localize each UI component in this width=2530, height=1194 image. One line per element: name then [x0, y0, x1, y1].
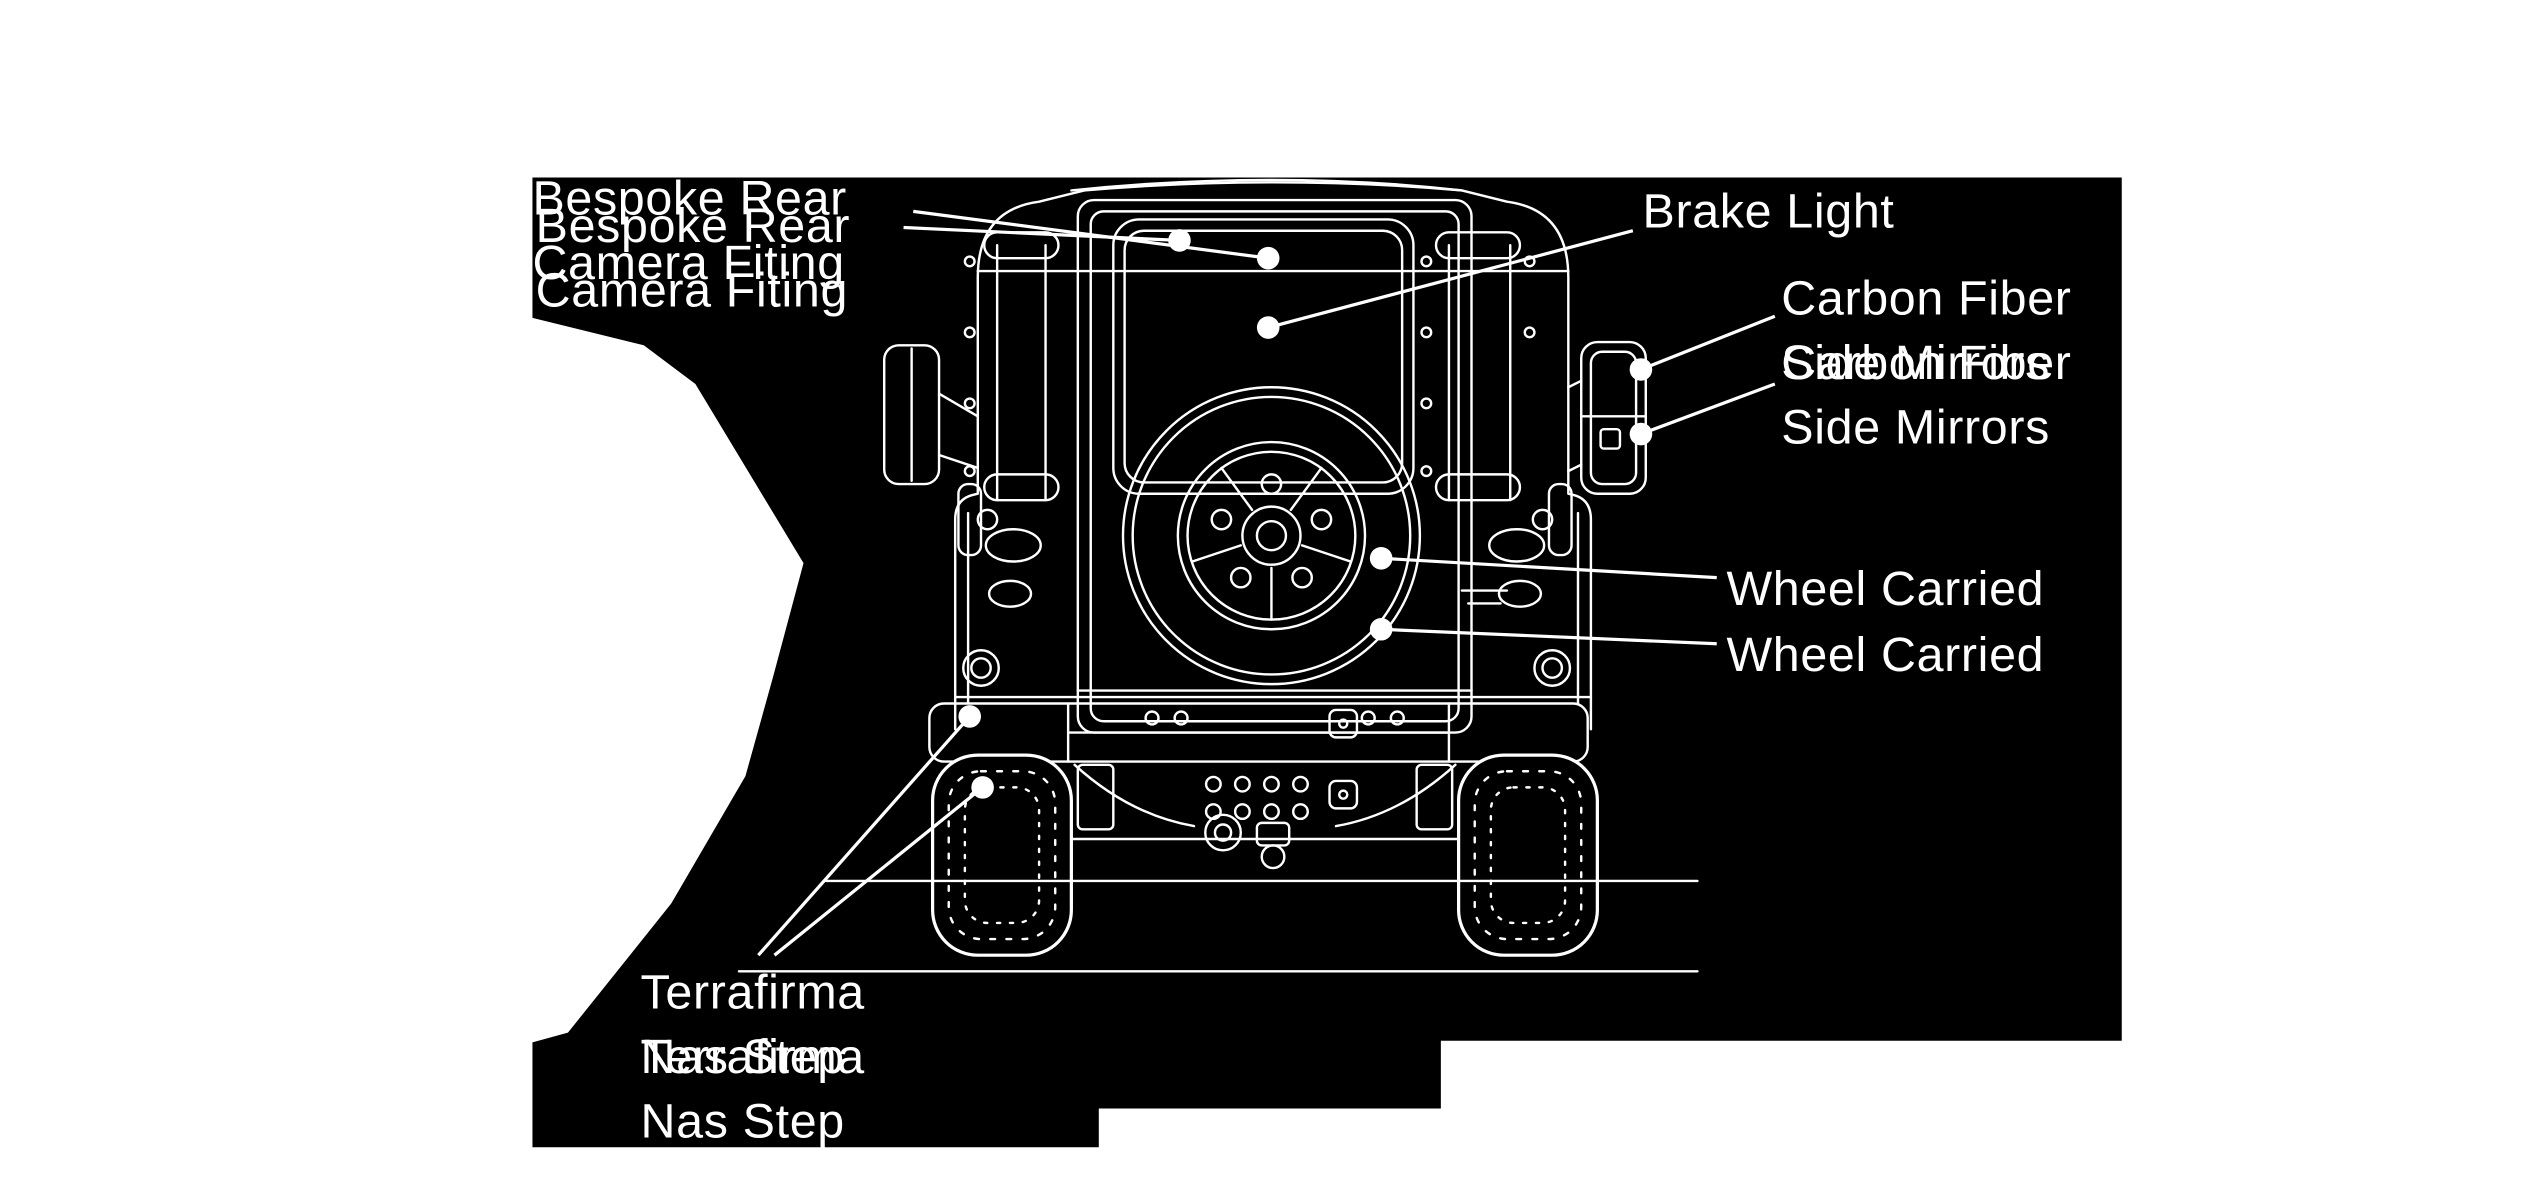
callout-leader-lines [757, 209, 1776, 957]
right-side-mirror [1567, 340, 1647, 495]
right-rack-rails [1420, 231, 1536, 502]
left-taillight-cluster [957, 482, 1042, 687]
right-mudflap [1415, 763, 1454, 831]
rear-bumper [928, 702, 1589, 810]
left-tire [930, 753, 1073, 957]
rear-window [1112, 218, 1415, 495]
spare-wheel [1121, 386, 1422, 686]
roof-arc [1070, 178, 1464, 192]
tow-hitch-detail [1204, 775, 1309, 870]
left-side-mirror [882, 344, 979, 486]
left-mudflap [1076, 763, 1115, 831]
right-tire [1456, 753, 1599, 957]
body-outline [953, 181, 1593, 731]
rear-door-inner [1089, 210, 1460, 723]
rear-window-inner [1123, 229, 1404, 484]
callout-dots [958, 229, 1653, 799]
vehicle-line-art [737, 178, 1699, 973]
chassis-detail [1070, 763, 1460, 852]
right-taillight-cluster [1460, 482, 1573, 687]
